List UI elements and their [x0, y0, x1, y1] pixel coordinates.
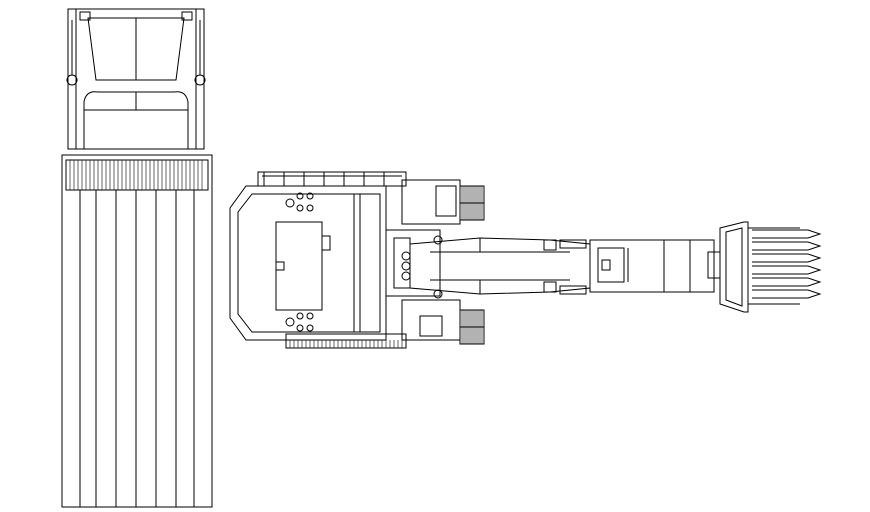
wheel-lower	[460, 310, 484, 344]
excavator-cab-area	[401, 179, 485, 345]
excavator-stick	[589, 239, 721, 293]
bucket-tooth	[752, 241, 822, 251]
excavator-boom	[409, 237, 591, 295]
excavator-house	[229, 185, 387, 341]
bucket-tooth	[752, 289, 822, 299]
bucket-tooth	[752, 265, 822, 275]
excavator	[229, 171, 822, 349]
excavator-track-upper	[257, 171, 407, 187]
bucket-tooth	[752, 277, 822, 287]
excavator-bucket	[719, 221, 822, 313]
truck-cab	[66, 8, 206, 150]
truck-dump-bed	[61, 154, 213, 508]
bed-front-ribs	[69, 160, 203, 190]
dump-truck	[61, 8, 213, 508]
track-upper-links	[263, 172, 385, 186]
track-lower-links	[289, 340, 403, 348]
bucket-teeth	[752, 229, 822, 299]
bed-floor-lines	[79, 190, 195, 507]
bucket-tooth	[752, 253, 822, 263]
excavator-track-lower	[285, 333, 407, 349]
engine-cover	[275, 221, 323, 311]
excavator-boom-base	[385, 229, 443, 299]
wheel-upper	[460, 186, 484, 220]
bucket-tooth	[752, 229, 822, 239]
